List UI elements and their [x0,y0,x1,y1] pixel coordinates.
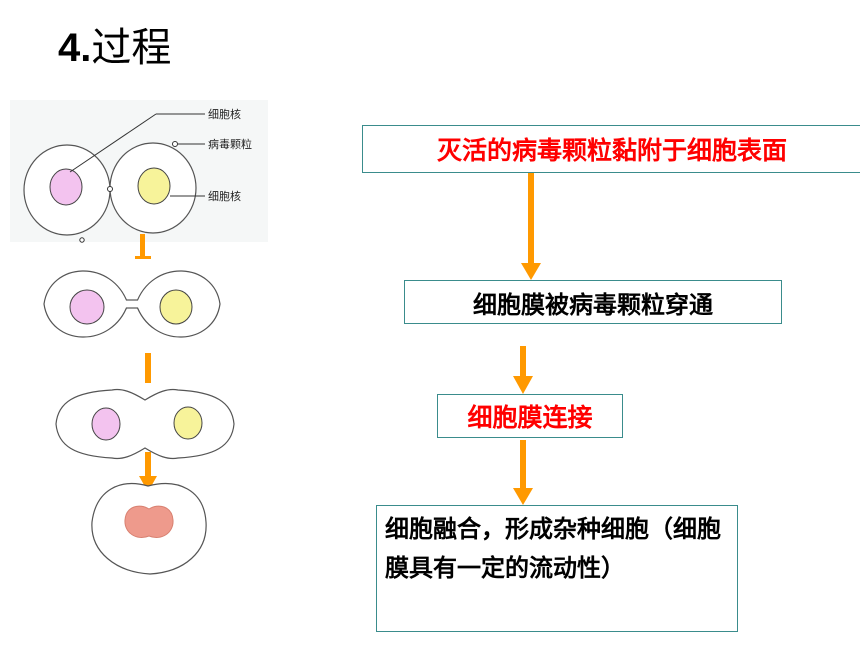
right-nucleus [137,167,171,205]
leader-line-nucleus-top [69,113,157,173]
connecting-cells [55,388,235,460]
stage-fused-cell [91,483,207,575]
figure-arrow-3 [139,452,157,492]
flow-arrow-2 [513,346,533,394]
page-title: 4.过程 [58,22,171,74]
fused-nucleus [124,505,174,538]
title-text: 过程 [91,25,172,71]
virus-particle [107,186,113,192]
membrane-pore [126,300,138,308]
stage-membranes-touching [43,270,221,338]
flow-step-3: 细胞膜连接 [437,394,623,438]
left-nucleus [49,168,83,206]
flow-step-1: 灭活的病毒颗粒黏附于细胞表面 [362,125,860,173]
figure-arrow-1 [135,234,151,259]
right-nucleus [159,289,193,325]
flow-arrow-3 [513,440,533,505]
title-number: 4. [58,26,92,70]
label-nucleus-bottom: 细胞核 [208,189,241,203]
left-nucleus [69,289,105,325]
stage-separate-cells: 细胞核 病毒颗粒 细胞核 [23,107,252,243]
virus-particle [79,237,85,243]
label-virus-particle: 病毒颗粒 [208,137,252,151]
virus-particle [172,141,178,147]
right-nucleus [173,406,203,440]
figure-arrow-2 [145,353,151,383]
label-nucleus-top: 细胞核 [208,107,241,121]
left-nucleus [91,407,121,441]
stage-membranes-connecting [55,388,235,460]
flow-arrow-1 [521,173,541,280]
flow-step-2: 细胞膜被病毒颗粒穿通 [404,280,782,324]
flow-step-4: 细胞融合，形成杂种细胞（细胞膜具有一定的流动性） [376,505,738,632]
